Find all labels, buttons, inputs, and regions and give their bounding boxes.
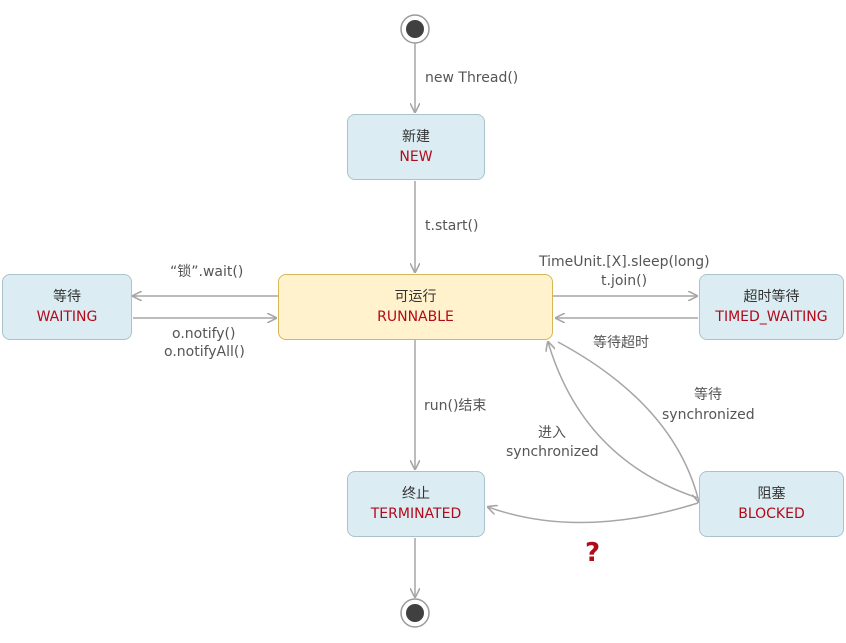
arrow-runnable-to-blocked	[557, 341, 699, 502]
label-join: t.join()	[601, 273, 648, 289]
label-new-thread: new Thread()	[425, 70, 519, 86]
state-runnable-cn: 可运行	[394, 289, 437, 305]
state-terminated-en: TERMINATED	[370, 506, 462, 522]
state-new-cn: 新建	[402, 129, 430, 145]
label-timeout: 等待超时	[593, 335, 649, 351]
label-enter-sync-2: synchronized	[506, 444, 599, 460]
state-waiting-en: WAITING	[36, 309, 98, 325]
arrow-blocked-to-terminated	[488, 502, 699, 524]
unknown-transition-mark: ?	[585, 538, 601, 568]
state-timed-waiting: 超时等待 TIMED_WAITING	[699, 274, 844, 340]
state-blocked-en: BLOCKED	[738, 506, 805, 522]
state-terminated: 终止 TERMINATED	[347, 471, 485, 537]
end-node	[400, 598, 430, 628]
arrow-blocked-to-runnable	[548, 342, 699, 499]
state-new-en: NEW	[399, 149, 433, 165]
state-timed-waiting-en: TIMED_WAITING	[715, 309, 828, 325]
state-waiting: 等待 WAITING	[2, 274, 132, 340]
label-enter-sync-1: 进入	[538, 425, 566, 441]
label-run-end: run()结束	[424, 398, 487, 414]
label-wait-sync-2: synchronized	[662, 407, 755, 423]
state-blocked: 阻塞 BLOCKED	[699, 471, 844, 537]
label-wait: “锁”.wait()	[170, 264, 244, 280]
state-timed-waiting-cn: 超时等待	[743, 289, 800, 305]
label-start: t.start()	[425, 218, 479, 234]
label-sleep: TimeUnit.[X].sleep(long)	[539, 254, 710, 270]
state-new: 新建 NEW	[347, 114, 485, 180]
state-terminated-cn: 终止	[402, 486, 430, 502]
start-node	[400, 14, 430, 44]
state-runnable: 可运行 RUNNABLE	[278, 274, 553, 340]
label-wait-sync-1: 等待	[694, 387, 722, 403]
label-notify: o.notify()	[172, 326, 236, 342]
label-notify-all: o.notifyAll()	[164, 344, 245, 360]
state-runnable-en: RUNNABLE	[377, 309, 454, 325]
state-waiting-cn: 等待	[53, 289, 81, 305]
state-blocked-cn: 阻塞	[757, 486, 786, 502]
